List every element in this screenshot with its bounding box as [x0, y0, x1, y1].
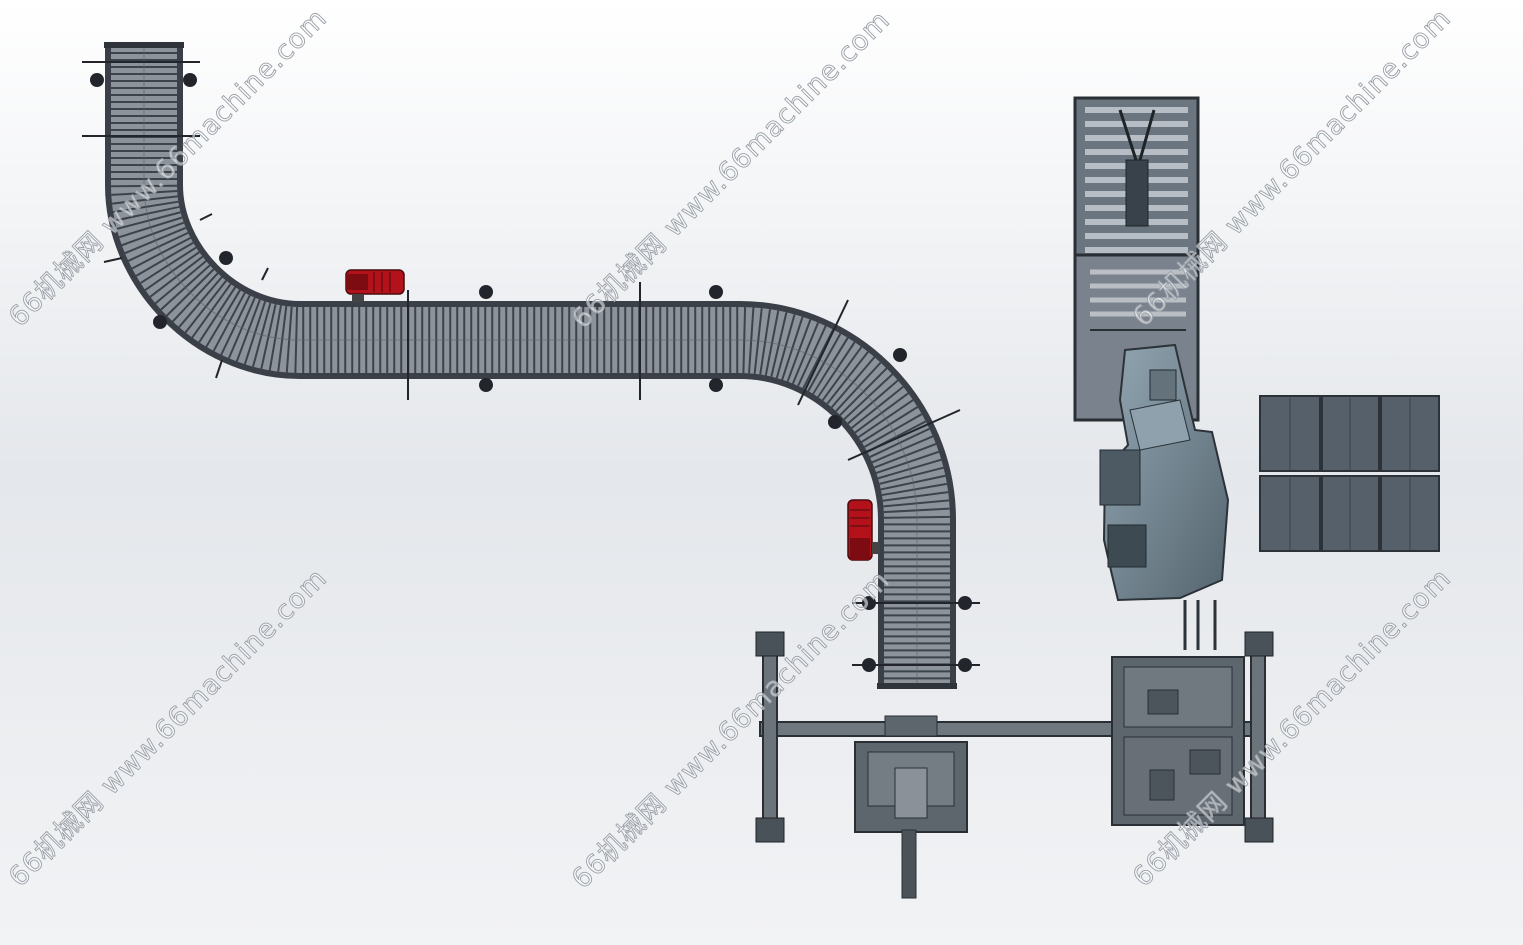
conveyor-leg-brackets — [82, 61, 980, 666]
conveyor-end-cap-bottom — [877, 683, 957, 689]
curved-roller-conveyor — [82, 42, 980, 689]
drive-motor-lower — [847, 499, 880, 561]
stacker-icon — [1125, 159, 1149, 227]
conveyor-supports — [90, 73, 972, 672]
right-pallet-station — [1111, 656, 1245, 826]
palletizing-robot — [1099, 343, 1230, 650]
empty-pallet-station — [854, 715, 968, 899]
conveyor-center-line — [143, 45, 918, 688]
finished-pallet — [1259, 395, 1440, 552]
conveyor-end-cap-top — [104, 42, 184, 48]
drive-motor-upper — [345, 269, 405, 302]
